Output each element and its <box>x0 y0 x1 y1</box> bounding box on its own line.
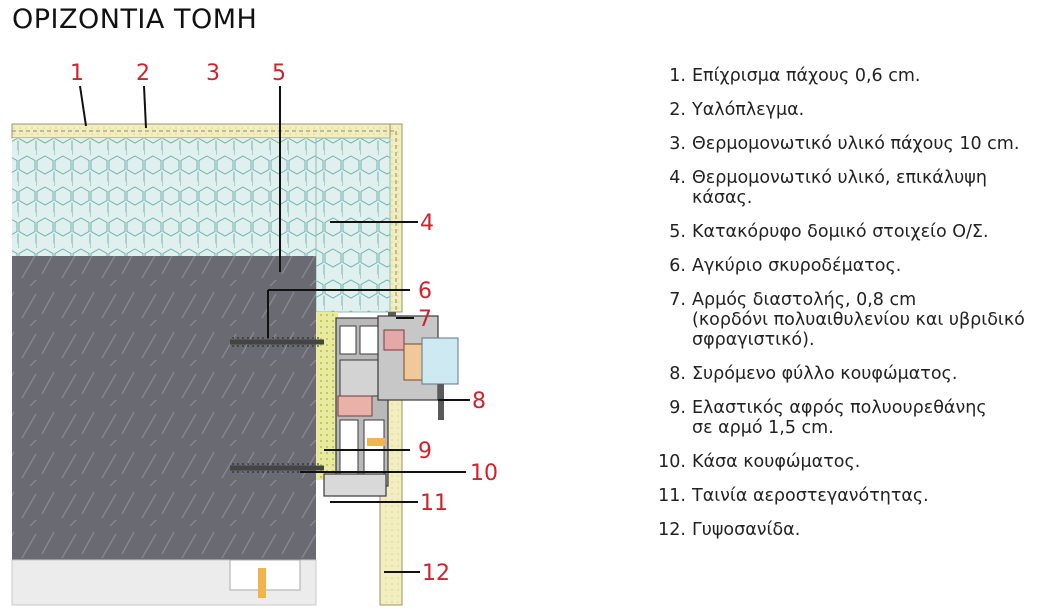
legend-item: 2.Υαλόπλεγμα. <box>669 100 805 120</box>
concrete-anchor <box>230 337 324 347</box>
legend-item: 3.Θερμομονωτικό υλικό πάχους 10 cm. <box>669 134 1020 154</box>
callout-7: 7 <box>418 307 432 332</box>
legend-item: 8.Συρόμενο φύλλο κουφώματος. <box>669 364 958 384</box>
legend-item: 10.Κάσα κουφώματος. <box>658 452 861 472</box>
callout-3: 3 <box>206 61 220 86</box>
callout-9: 9 <box>418 439 432 464</box>
foam-joint <box>316 312 338 480</box>
callout-1: 1 <box>70 61 84 86</box>
callout-8: 8 <box>472 389 486 414</box>
legend-item: 11.Ταινία αεροστεγανότητας. <box>658 486 929 506</box>
legend-item: 9.Ελαστικός αφρός πολυουρεθάνης σε αρμό … <box>669 398 987 438</box>
callout-10: 10 <box>470 461 498 486</box>
sliding-sash <box>337 315 459 420</box>
callout-11: 11 <box>420 491 448 516</box>
legend-item: 12.Γυψοσανίδα. <box>658 520 801 540</box>
leader-lines <box>79 85 470 573</box>
callout-5: 5 <box>272 61 286 86</box>
legend-item: 5.Κατακόρυφο δομικό στοιχείο Ο/Σ. <box>669 222 989 242</box>
legend-item: 7.Αρμός διαστολής, 0,8 cm (κορδόνι πολυα… <box>669 290 1025 350</box>
legend-item: 1.Επίχρισμα πάχους 0,6 cm. <box>669 66 921 86</box>
concrete-anchor <box>230 463 324 473</box>
legend-item: 4.Θερμομονωτικό υλικό, επικάλυψη κάσας. <box>669 168 987 208</box>
insulation-frame-cover <box>315 137 391 313</box>
callout-4: 4 <box>420 211 434 236</box>
insulation-layer <box>12 138 316 256</box>
render-layer <box>11 123 403 313</box>
concrete-column <box>12 256 316 560</box>
horizontal-section-drawing: 1 2 3 5 4 6 7 8 9 10 11 12 <box>11 61 498 606</box>
page-title: ΟΡΙΖΟΝΤΙΑ ΤΟΜΗ <box>12 4 258 35</box>
legend-list: 1.Επίχρισμα πάχους 0,6 cm. 2.Υαλόπλεγμα.… <box>652 66 1052 540</box>
callout-12: 12 <box>422 561 450 586</box>
callout-6: 6 <box>418 279 432 304</box>
legend-item: 6.Αγκύριο σκυροδέματος. <box>669 256 902 276</box>
callout-2: 2 <box>136 61 150 86</box>
